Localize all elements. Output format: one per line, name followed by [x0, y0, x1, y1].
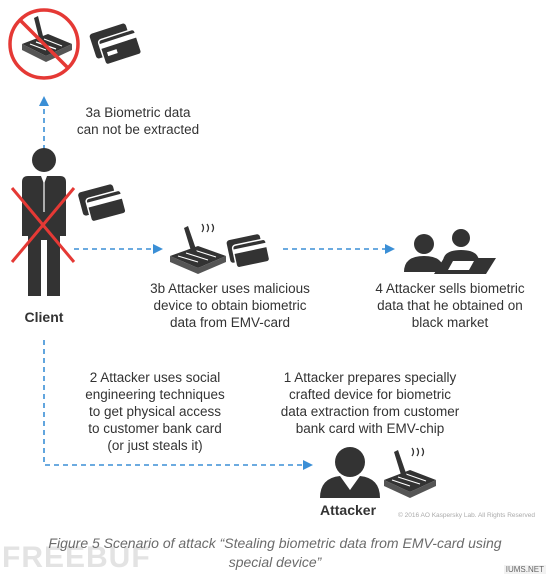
- bank-card-icon: [89, 23, 143, 66]
- step-2-text: 2 Attacker uses social engineering techn…: [60, 369, 250, 454]
- step-3a-text: 3a Biometric data can not be extracted: [53, 104, 223, 138]
- step-3b-text: 3b Attacker uses malicious device to obt…: [130, 280, 330, 331]
- step-3b-line: data from EMV-card: [169, 315, 291, 330]
- step-3b-line: device to obtain biometric: [153, 298, 307, 313]
- caption-line: special device”: [228, 554, 322, 570]
- step-3a-line: can not be extracted: [76, 122, 200, 137]
- attacker-label: Attacker: [319, 502, 377, 518]
- step-2-line: engineering techniques: [85, 387, 225, 402]
- arrow-client-to-attacker: [43, 340, 313, 470]
- copyright-notice: © 2016 AO Kaspersky Lab. All Rights Rese…: [398, 512, 536, 519]
- attacker-icon: [320, 447, 380, 498]
- step-2-line: 2 Attacker uses social: [89, 370, 221, 385]
- figure-caption: Figure 5 Scenario of attack “Stealing bi…: [0, 534, 550, 572]
- step-3b-line: 3b Attacker uses malicious: [150, 281, 310, 296]
- crossed-client-icon: [10, 148, 76, 296]
- step-4-line: black market: [411, 315, 489, 330]
- blocked-device-icon: [8, 8, 80, 80]
- step-4-line: 4 Attacker sells biometric: [375, 281, 525, 296]
- step-2-line: to customer bank card: [88, 421, 222, 436]
- step-1-line: 1 Attacker prepares specially: [283, 370, 457, 385]
- watermark-badge: IUMS.NET: [503, 565, 546, 574]
- step-2-line: (or just steals it): [107, 438, 203, 453]
- step-1-line: crafted device for biometric: [288, 387, 452, 402]
- watermark: FREEBUF: [2, 541, 151, 574]
- malicious-device-icon: [384, 447, 436, 498]
- step-1-line: data extraction from customer: [280, 404, 460, 419]
- caption-line: Figure 5 Scenario of attack “Stealing bi…: [48, 535, 502, 551]
- malicious-device-icon: [170, 223, 226, 274]
- step-1-text: 1 Attacker prepares specially crafted de…: [255, 369, 485, 437]
- bank-card-icon: [226, 234, 271, 269]
- step-4-line: data that he obtained on: [377, 298, 523, 313]
- people-at-table-icon: [404, 229, 496, 274]
- step-4-text: 4 Attacker sells biometric data that he …: [350, 280, 550, 331]
- step-1-line: bank card with EMV-chip: [295, 421, 445, 436]
- step-3a-line: 3a Biometric data: [85, 105, 191, 120]
- bank-card-icon: [78, 184, 127, 223]
- step-2-line: to get physical access: [88, 404, 222, 419]
- client-label: Client: [24, 309, 64, 325]
